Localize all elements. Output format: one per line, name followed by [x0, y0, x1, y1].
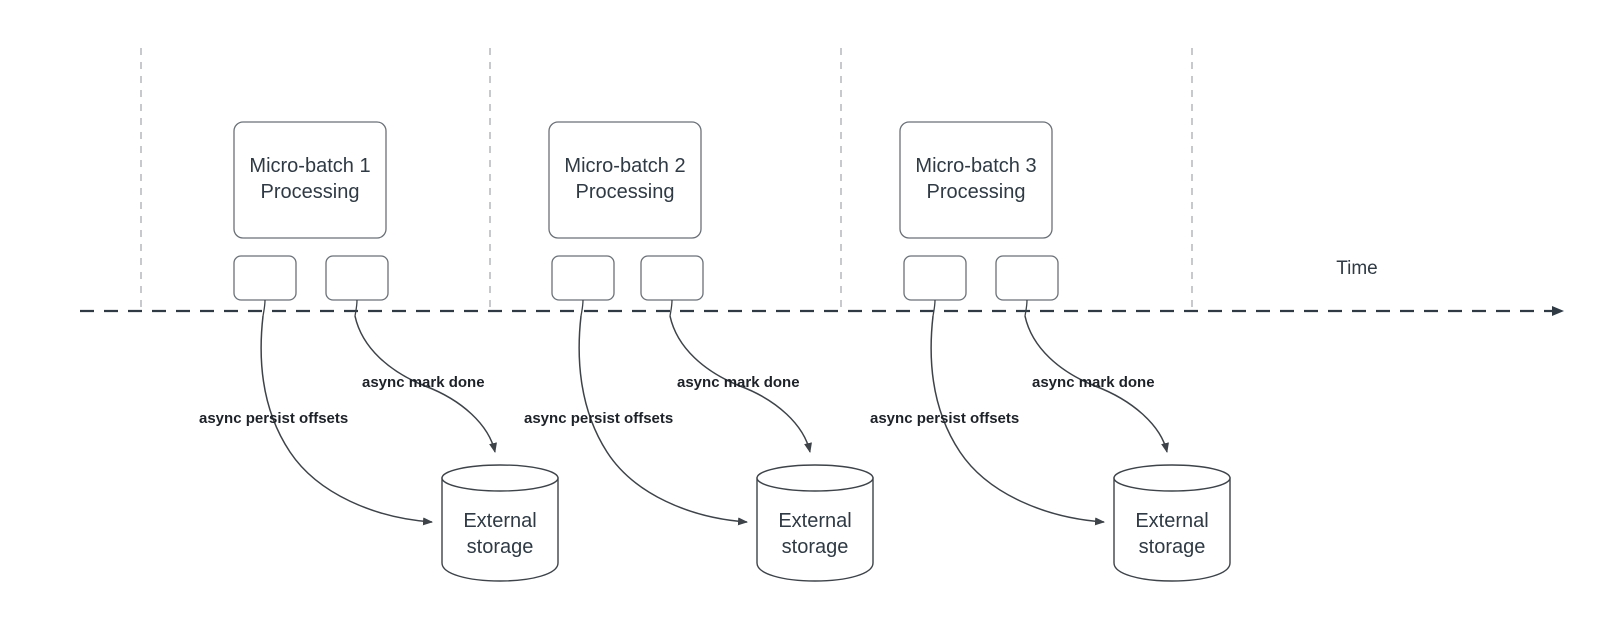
task-box-2a[interactable] — [551, 255, 615, 301]
external-storage-3-label-line2: storage — [1139, 536, 1206, 558]
time-axis-label: Time — [1336, 258, 1378, 279]
external-storage-1[interactable]: External storage — [441, 464, 559, 582]
micro-batch-2-label-line2: Processing — [576, 181, 675, 203]
mark-done-3-label: async mark done — [1032, 374, 1155, 391]
task-box-1a[interactable] — [233, 255, 297, 301]
task-2b-stem — [669, 299, 673, 317]
micro-batch-3-label-line1: Micro-batch 3 — [915, 155, 1036, 177]
mark-done-1-arrow — [354, 315, 497, 453]
external-storage-1-top — [441, 464, 559, 492]
task-1a-stem — [262, 299, 266, 317]
group-micro-batch-2: Micro-batch 2 Processing External storag… — [524, 121, 874, 582]
micro-batch-3-box[interactable] — [899, 121, 1053, 239]
task-1b-stem — [354, 299, 358, 317]
external-storage-2[interactable]: External storage — [756, 464, 874, 582]
external-storage-1-label-line2: storage — [467, 536, 534, 558]
micro-batch-2-box[interactable] — [548, 121, 702, 239]
external-storage-2-label-line2: storage — [782, 536, 849, 558]
external-storage-1-label-line1: External — [463, 510, 536, 532]
group-micro-batch-3: Micro-batch 3 Processing External storag… — [870, 121, 1231, 582]
task-box-3a[interactable] — [903, 255, 967, 301]
external-storage-2-top — [756, 464, 874, 492]
task-box-2b[interactable] — [640, 255, 704, 301]
persist-offsets-3-label: async persist offsets — [870, 410, 1019, 427]
persist-offsets-1-arrow — [260, 315, 433, 526]
micro-batch-2-label-line1: Micro-batch 2 — [564, 155, 685, 177]
task-box-3b[interactable] — [995, 255, 1059, 301]
external-storage-3-label-line1: External — [1135, 510, 1208, 532]
time-axis: Time — [80, 258, 1564, 316]
persist-offsets-1-label: async persist offsets — [199, 410, 348, 427]
group-micro-batch-1: Micro-batch 1 Processing External storag… — [199, 121, 559, 582]
task-3b-stem — [1024, 299, 1028, 317]
persist-offsets-2-arrow — [578, 315, 748, 526]
persist-offsets-3-arrow — [930, 315, 1105, 526]
mark-done-2-label: async mark done — [677, 374, 800, 391]
tick-lines — [140, 48, 1193, 311]
task-3a-stem — [932, 299, 936, 317]
persist-offsets-2-label: async persist offsets — [524, 410, 673, 427]
task-box-1b[interactable] — [325, 255, 389, 301]
task-2a-stem — [580, 299, 584, 317]
micro-batch-3-label-line2: Processing — [927, 181, 1026, 203]
mark-done-1-label: async mark done — [362, 374, 485, 391]
mark-done-2-arrow — [669, 315, 812, 453]
external-storage-3[interactable]: External storage — [1113, 464, 1231, 582]
external-storage-3-top — [1113, 464, 1231, 492]
external-storage-2-body — [756, 477, 874, 582]
micro-batch-1-label-line2: Processing — [261, 181, 360, 203]
external-storage-1-body — [441, 477, 559, 582]
micro-batch-1-box[interactable] — [233, 121, 387, 239]
mark-done-3-arrow — [1024, 315, 1169, 453]
external-storage-2-label-line1: External — [778, 510, 851, 532]
external-storage-3-body — [1113, 477, 1231, 582]
micro-batch-1-label-line1: Micro-batch 1 — [249, 155, 370, 177]
